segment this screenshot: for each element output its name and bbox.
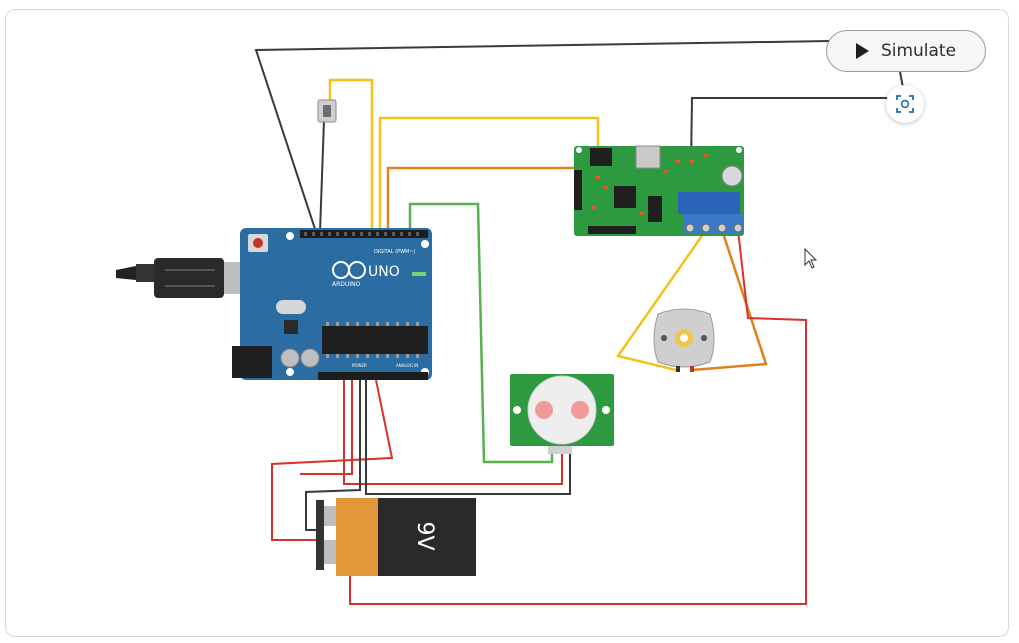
- dc-motor[interactable]: [653, 308, 715, 372]
- zoom-to-fit-icon: [896, 95, 914, 113]
- pir-sensor[interactable]: [510, 374, 614, 454]
- arduino-brand-label: ARDUINO: [332, 281, 361, 288]
- arduino-power-label: POWER: [352, 363, 367, 368]
- battery-label: 9V: [412, 521, 437, 550]
- wire-orange-driver[interactable]: [386, 166, 592, 232]
- wire-red-power[interactable]: [300, 380, 353, 475]
- wire-red-battery[interactable]: [271, 379, 394, 541]
- wire-yellow-button[interactable]: [328, 78, 374, 232]
- mouse-cursor-icon: [804, 248, 818, 269]
- arduino-model-label: UNO: [368, 264, 400, 280]
- arduino-analog-label: ANALOG IN: [396, 363, 418, 368]
- simulate-label: Simulate: [880, 41, 957, 61]
- wire-red-pir[interactable]: [343, 380, 563, 485]
- arduino-digital-label: DIGITAL (PWM~): [374, 249, 416, 255]
- wire-black-battery[interactable]: [305, 380, 361, 531]
- simulate-button[interactable]: Simulate: [826, 30, 986, 72]
- wire-orange-motor[interactable]: [691, 229, 768, 372]
- wire-black-top[interactable]: [254, 40, 831, 233]
- motor-driver-board[interactable]: [574, 145, 744, 236]
- wire-black-button[interactable]: [319, 119, 325, 233]
- wire-yellow-motor[interactable]: [615, 229, 708, 372]
- battery-9v[interactable]: 9V: [316, 498, 476, 576]
- wire-green-pir[interactable]: [408, 202, 554, 464]
- wire-red-long[interactable]: [349, 229, 807, 605]
- pushbutton[interactable]: [317, 99, 337, 123]
- circuit-canvas[interactable]: [5, 9, 1009, 637]
- usb-cable: [116, 258, 244, 298]
- wire-yellow-driver[interactable]: [378, 116, 600, 232]
- arduino-uno-board[interactable]: UNO ARDUINO DIGITAL (PWM~) POWER ANALOG …: [232, 228, 432, 380]
- zoom-to-fit-button[interactable]: [886, 85, 924, 123]
- wire-black-pir[interactable]: [365, 380, 571, 495]
- play-icon: [855, 43, 869, 59]
